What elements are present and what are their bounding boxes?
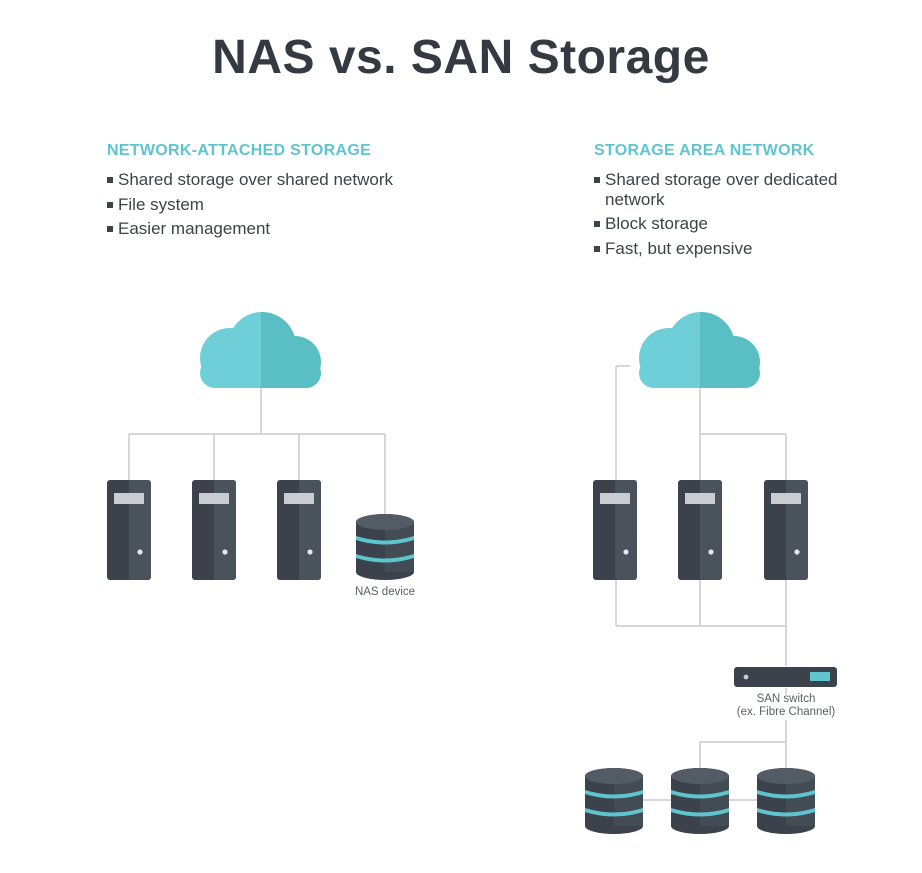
san-switch-label-line: SAN switch bbox=[756, 693, 816, 705]
san-bullet: Fast, but expensive bbox=[594, 239, 894, 259]
server-tower-icon bbox=[107, 480, 151, 580]
server-tower-icon bbox=[678, 480, 722, 580]
san-bullet: Block storage bbox=[594, 214, 894, 234]
san-heading: STORAGE AREA NETWORK bbox=[594, 142, 815, 159]
san-connection-lines bbox=[614, 365, 787, 801]
server-tower-icon bbox=[593, 480, 637, 580]
san-description: STORAGE AREA NETWORK Shared storage over… bbox=[594, 142, 894, 263]
storage-cylinder-icon bbox=[757, 768, 815, 834]
nas-bullet: Easier management bbox=[107, 219, 437, 239]
san-switch-label-line: (ex. Fibre Channel) bbox=[736, 706, 836, 718]
san-bullet-list: Shared storage over dedicated network Bl… bbox=[594, 170, 894, 258]
storage-cylinder-icon bbox=[356, 514, 414, 580]
storage-cylinder-icon bbox=[585, 768, 643, 834]
cloud-icon bbox=[200, 312, 321, 388]
nas-device-label: NAS device bbox=[354, 586, 416, 598]
network-switch-icon bbox=[734, 667, 837, 687]
storage-cylinder-icon bbox=[671, 768, 729, 834]
nas-bullet: Shared storage over shared network bbox=[107, 170, 437, 190]
nas-bullet-list: Shared storage over shared network File … bbox=[107, 170, 437, 239]
server-tower-icon bbox=[764, 480, 808, 580]
cloud-icon bbox=[639, 312, 760, 388]
server-tower-icon bbox=[192, 480, 236, 580]
nas-connection-lines bbox=[128, 388, 386, 516]
san-bullet: Shared storage over dedicated network bbox=[594, 170, 894, 209]
nas-heading: NETWORK-ATTACHED STORAGE bbox=[107, 142, 372, 159]
server-tower-icon bbox=[277, 480, 321, 580]
nas-bullet: File system bbox=[107, 195, 437, 215]
page-title: NAS vs. SAN Storage bbox=[212, 31, 710, 84]
san-switch-label: SAN switch (ex. Fibre Channel) bbox=[716, 693, 856, 719]
nas-description: NETWORK-ATTACHED STORAGE Shared storage … bbox=[107, 142, 437, 244]
